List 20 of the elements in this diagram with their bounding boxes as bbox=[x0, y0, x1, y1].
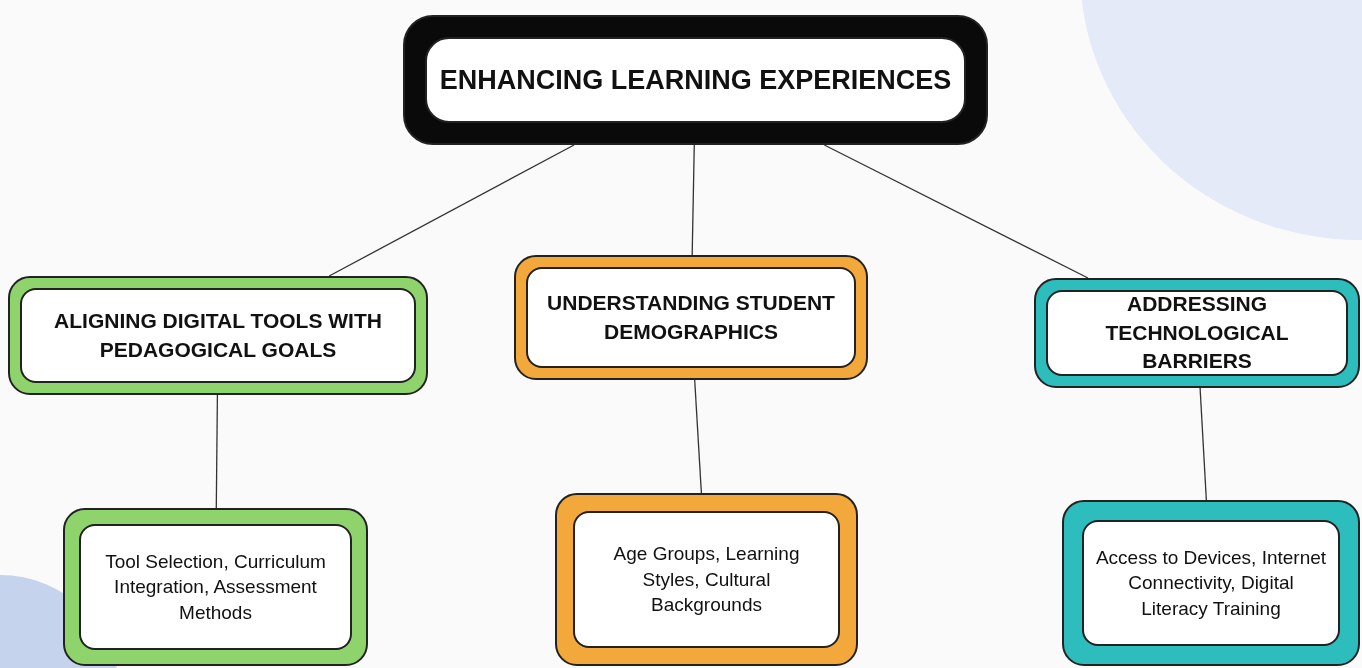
node-title: UNDERSTANDING STUDENT DEMOGRAPHICS bbox=[546, 290, 836, 345]
node-text: Access to Devices, Internet Connectivity, Digital Literacy Training bbox=[1094, 545, 1328, 621]
connector-line bbox=[691, 144, 695, 256]
connector-line bbox=[215, 394, 219, 509]
node-frame bbox=[8, 276, 428, 395]
node-frame bbox=[403, 15, 988, 145]
node-frame bbox=[555, 493, 858, 666]
connector-line bbox=[1199, 387, 1207, 501]
connector-line bbox=[823, 144, 1089, 279]
node-title: ALIGNING DIGITAL TOOLS WITH PEDAGOGICAL GOALS bbox=[53, 308, 383, 363]
node-text: Tool Selection, Curriculum Integration, Assessment Methods bbox=[104, 549, 327, 625]
connector-line bbox=[328, 144, 575, 277]
node-frame bbox=[63, 508, 368, 666]
node-frame bbox=[1062, 500, 1360, 666]
node-frame bbox=[1034, 278, 1360, 388]
connector-line bbox=[694, 379, 703, 494]
node-title: ADDRESSING TECHNOLOGICAL BARRIERS bbox=[1104, 291, 1290, 375]
node-frame bbox=[514, 255, 868, 380]
node-text: Age Groups, Learning Styles, Cultural Backgrounds bbox=[612, 542, 801, 618]
node-title: ENHANCING LEARNING EXPERIENCES bbox=[439, 63, 952, 97]
